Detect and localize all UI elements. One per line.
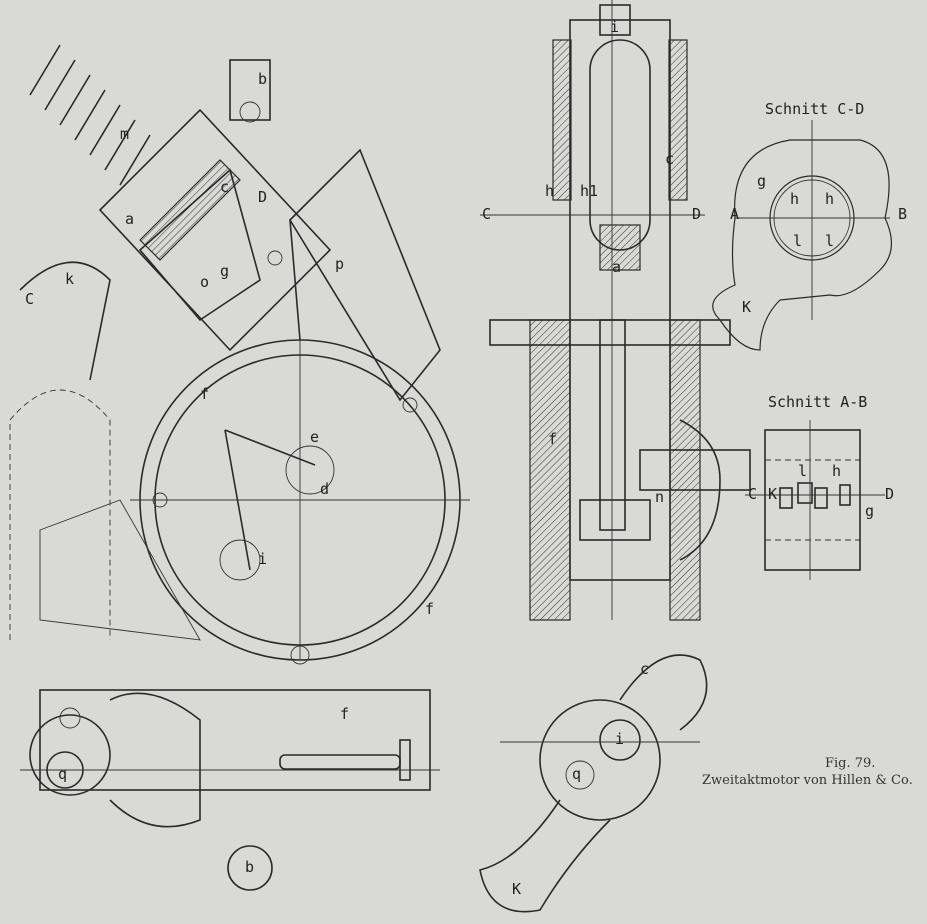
label-e: e bbox=[310, 428, 320, 446]
label-D: D bbox=[258, 188, 268, 206]
section-ab-drawing bbox=[745, 420, 885, 580]
label-k: k bbox=[65, 270, 75, 288]
label-front-h1: h1 bbox=[580, 182, 599, 200]
label-g: g bbox=[220, 262, 230, 280]
label-ab-K: K bbox=[768, 485, 778, 503]
label-plan-f: f bbox=[340, 705, 350, 723]
label-front-C: C bbox=[482, 205, 492, 223]
label-cd-h1: h bbox=[790, 190, 800, 208]
label-b: b bbox=[258, 70, 268, 88]
label-ab-l: l bbox=[798, 462, 808, 480]
label-m: m bbox=[120, 125, 130, 143]
side-view bbox=[9, 44, 470, 665]
bottom-view bbox=[479, 654, 708, 913]
label-cd-B: B bbox=[898, 205, 908, 223]
front-view bbox=[480, 0, 751, 621]
label-bottom-K: K bbox=[512, 880, 522, 898]
label-bottom-c: c bbox=[640, 660, 650, 678]
figure-caption: Zweitaktmotor von Hillen & Co. bbox=[702, 773, 913, 788]
section-cd-title: Schnitt C-D bbox=[765, 100, 865, 118]
label-ab-h: h bbox=[832, 462, 842, 480]
label-front-f: f bbox=[548, 430, 558, 448]
label-cd-l2: l bbox=[825, 232, 835, 250]
label-a: a bbox=[125, 210, 135, 228]
label-ab-g: g bbox=[865, 502, 875, 520]
label-cd-g: g bbox=[757, 172, 767, 190]
label-cd-h2: h bbox=[825, 190, 835, 208]
label-C: C bbox=[25, 290, 35, 308]
label-front-D: D bbox=[692, 205, 702, 223]
label-front-a: a bbox=[612, 258, 622, 276]
label-i: i bbox=[258, 550, 268, 568]
section-cd-drawing bbox=[712, 120, 892, 351]
label-bottom-i: i bbox=[615, 730, 625, 748]
label-cd-l1: l bbox=[793, 232, 803, 250]
label-front-n: n bbox=[655, 488, 665, 506]
label-ab-D: D bbox=[885, 485, 895, 503]
label-plan-b: b bbox=[245, 858, 255, 876]
label-f: f bbox=[200, 385, 210, 403]
label-c: c bbox=[220, 178, 230, 196]
label-o: o bbox=[200, 273, 210, 291]
label-ab-C: C bbox=[748, 485, 758, 503]
label-plan-q: q bbox=[58, 765, 68, 783]
label-p: p bbox=[335, 255, 345, 273]
label-front-i: i bbox=[610, 18, 620, 36]
section-ab-title: Schnitt A-B bbox=[768, 393, 868, 411]
label-front-h: h bbox=[545, 182, 555, 200]
label-bottom-q: q bbox=[572, 765, 582, 783]
label-d: d bbox=[320, 480, 330, 498]
figure-number: Fig. 79. bbox=[825, 756, 876, 771]
label-cd-K: K bbox=[742, 298, 752, 316]
plan-view bbox=[20, 689, 440, 891]
label-cd-A: A bbox=[730, 205, 740, 223]
label-f2: f bbox=[425, 600, 435, 618]
label-front-c: c bbox=[665, 150, 675, 168]
